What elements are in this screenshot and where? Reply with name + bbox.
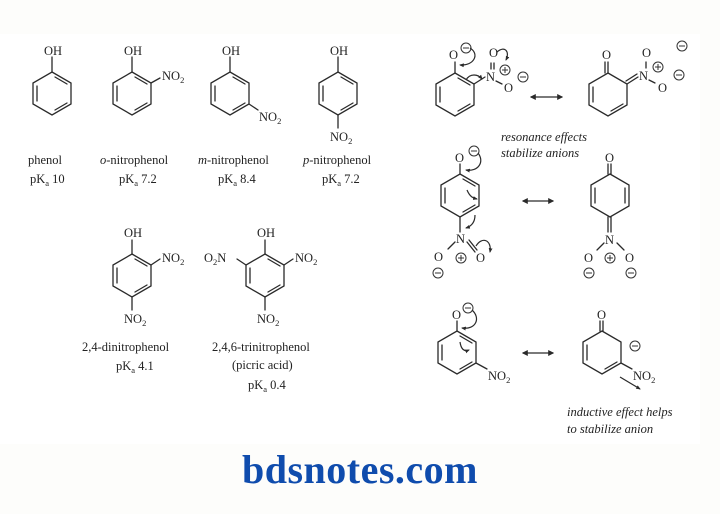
curved-arrow-icon [475, 239, 493, 253]
svg-text:N: N [605, 233, 614, 247]
phenol-structure: OH [32, 44, 72, 116]
svg-text:O: O [602, 48, 611, 62]
svg-text:stabilize anions: stabilize anions [501, 146, 579, 160]
no2-label: NO2 [124, 312, 146, 328]
svg-text:OH: OH [330, 44, 348, 58]
compound-name: 2,4,6-trinitrophenol [212, 340, 310, 354]
svg-text:O: O [449, 48, 458, 62]
ortho-phenoxide-left: O N O O [435, 42, 529, 117]
curved-arrow-icon [465, 152, 482, 173]
svg-text:O: O [434, 250, 443, 264]
compound-name: o-nitrophenol [100, 153, 169, 167]
no2-label: NO2 [295, 251, 317, 267]
no2-label: NO2 [259, 110, 281, 126]
no2-label: NO2 [257, 312, 279, 328]
svg-text:OH: OH [124, 226, 142, 240]
svg-text:O: O [504, 81, 513, 95]
svg-text:N: N [486, 70, 495, 84]
meta-phenoxide-left: O NO2 [437, 302, 510, 385]
svg-text:OH: OH [257, 226, 275, 240]
svg-text:O: O [642, 46, 651, 60]
watermark: bdsnotes.com [241, 447, 479, 492]
meta-carbanion-right: O NO2 [582, 308, 655, 390]
compound-name: m-nitrophenol [198, 153, 269, 167]
inductive-arrow-icon [619, 376, 641, 390]
p-nitrophenol-structure: OH NO2 [318, 44, 358, 146]
curved-arrow-icon [496, 48, 510, 61]
curved-arrow-icon [459, 341, 470, 354]
compound-name: p-nitrophenol [302, 153, 372, 167]
oh-label: OH [44, 44, 62, 58]
svg-text:O: O [476, 251, 485, 265]
no2-label: NO2 [330, 130, 352, 146]
compound-alt-name: (picric acid) [232, 358, 293, 372]
para-phenoxide-left: O N O O [432, 145, 493, 279]
svg-text:O: O [489, 46, 498, 60]
svg-text:OH: OH [124, 44, 142, 58]
svg-text:O: O [625, 251, 634, 265]
no2-label: NO2 [162, 251, 184, 267]
svg-text:O: O [452, 308, 461, 322]
m-nitrophenol-structure: OH NO2 [210, 44, 281, 126]
dinitrophenol-structure: OH NO2 NO2 [112, 226, 184, 328]
svg-text:O: O [584, 251, 593, 265]
o2n-label: O2N [204, 251, 226, 267]
curved-arrow-icon [459, 47, 476, 68]
svg-text:O: O [605, 151, 614, 165]
diagram-panel [0, 34, 700, 444]
o-nitrophenol-structure: OH NO2 [112, 44, 184, 116]
svg-text:O: O [658, 81, 667, 95]
svg-text:N: N [456, 232, 465, 246]
svg-text:inductive effect helps: inductive effect helps [567, 405, 673, 419]
picric-acid-structure: OH NO2 O2N NO2 [204, 226, 317, 328]
no2-label: NO2 [633, 369, 655, 385]
curved-arrow-icon [465, 74, 483, 81]
svg-text:O: O [455, 151, 464, 165]
svg-text:to stabilize anion: to stabilize anion [567, 422, 653, 436]
no2-label: NO2 [488, 369, 510, 385]
svg-text:resonance effects: resonance effects [501, 130, 587, 144]
svg-text:N: N [639, 69, 648, 83]
para-quinonoid-right: O N O O [583, 151, 637, 279]
no2-label: NO2 [162, 69, 184, 85]
curved-arrow-icon [461, 309, 478, 331]
inductive-note: inductive effect helps to stabilize anio… [567, 405, 673, 436]
svg-text:O: O [597, 308, 606, 322]
resonance-note: resonance effects stabilize anions [501, 130, 587, 160]
curved-arrow-icon [466, 189, 478, 200]
curved-arrow-icon [465, 214, 476, 229]
svg-text:OH: OH [222, 44, 240, 58]
compound-name: phenol [28, 153, 63, 167]
ortho-quinonoid-right: O N O O [588, 40, 688, 117]
compound-name: 2,4-dinitrophenol [82, 340, 170, 354]
